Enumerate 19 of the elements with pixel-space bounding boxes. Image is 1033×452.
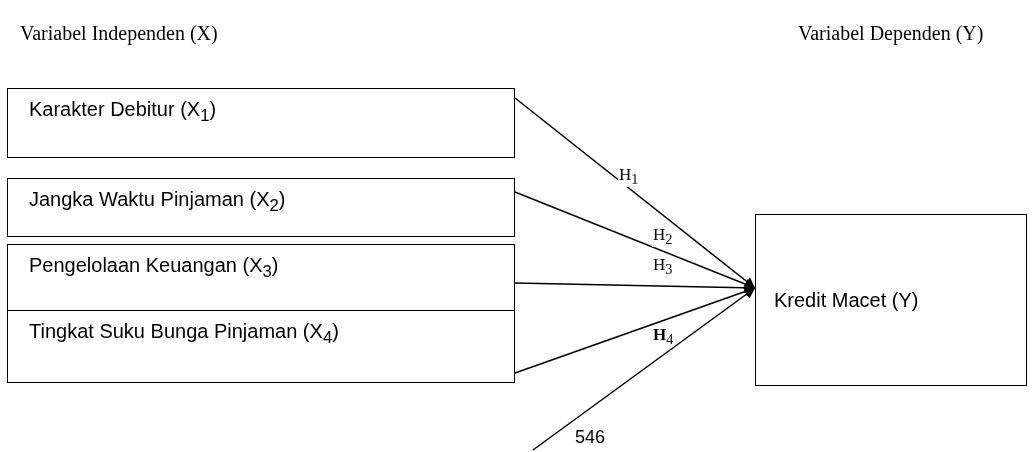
arrow <box>532 287 756 451</box>
column-heading: Variabel Dependen (Y) <box>798 22 984 45</box>
edge-label: H$_{2}$ <box>652 226 674 247</box>
edge-label: H$_{1}$ <box>618 166 640 187</box>
edge-label: H$_{4}$ <box>652 326 675 347</box>
variable-box <box>755 214 1027 386</box>
variable-name: Tingkat Suku Bunga Pinjaman (X$_{4}$) <box>29 319 339 348</box>
variable-name: Jangka Waktu Pinjaman (X$_{2}$) <box>29 187 286 216</box>
arrow <box>514 97 756 289</box>
variable-name: Kredit Macet (Y) <box>774 288 919 312</box>
variable-name: Karakter Debitur (X$_{1}$) <box>29 97 217 126</box>
variable-name: Pengelolaan Keuangan (X$_{3}$) <box>29 253 279 282</box>
variable-box <box>7 310 515 383</box>
variable-box <box>7 244 515 311</box>
page-number: 546 <box>575 427 606 448</box>
variable-box <box>7 178 515 237</box>
variable-box <box>7 88 515 158</box>
column-heading: Variabel Independen (X) <box>20 22 218 45</box>
edge-label: H$_{3}$ <box>652 256 674 277</box>
